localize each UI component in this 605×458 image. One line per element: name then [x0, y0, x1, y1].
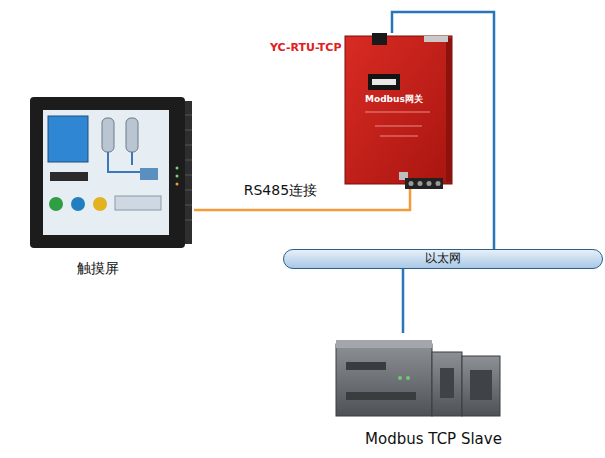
bus-label: 以太网 — [284, 250, 602, 267]
device-face-label: Modbus网关 — [365, 94, 457, 105]
touch-screen-picture — [30, 97, 192, 248]
ethernet-bus: 以太网 — [283, 249, 603, 269]
touch-screen: 触摸屏 — [30, 97, 194, 282]
plc-slave: Modbus TCP Slave — [340, 333, 527, 450]
device-model: YC-RTU-TCP — [270, 41, 457, 54]
gateway-device-picture — [345, 33, 452, 189]
device-caption: Modbus TCP Slave — [340, 430, 527, 448]
plc-picture — [336, 340, 500, 416]
device-caption: 触摸屏 — [30, 260, 194, 277]
gateway-device: YC-RTU-TCP Modbus网关 — [265, 33, 457, 189]
edge-label-box: RS485连接 — [244, 182, 317, 200]
edge-label: RS485连接 — [244, 182, 317, 200]
connector-line — [392, 12, 494, 249]
connector-line — [402, 269, 405, 333]
